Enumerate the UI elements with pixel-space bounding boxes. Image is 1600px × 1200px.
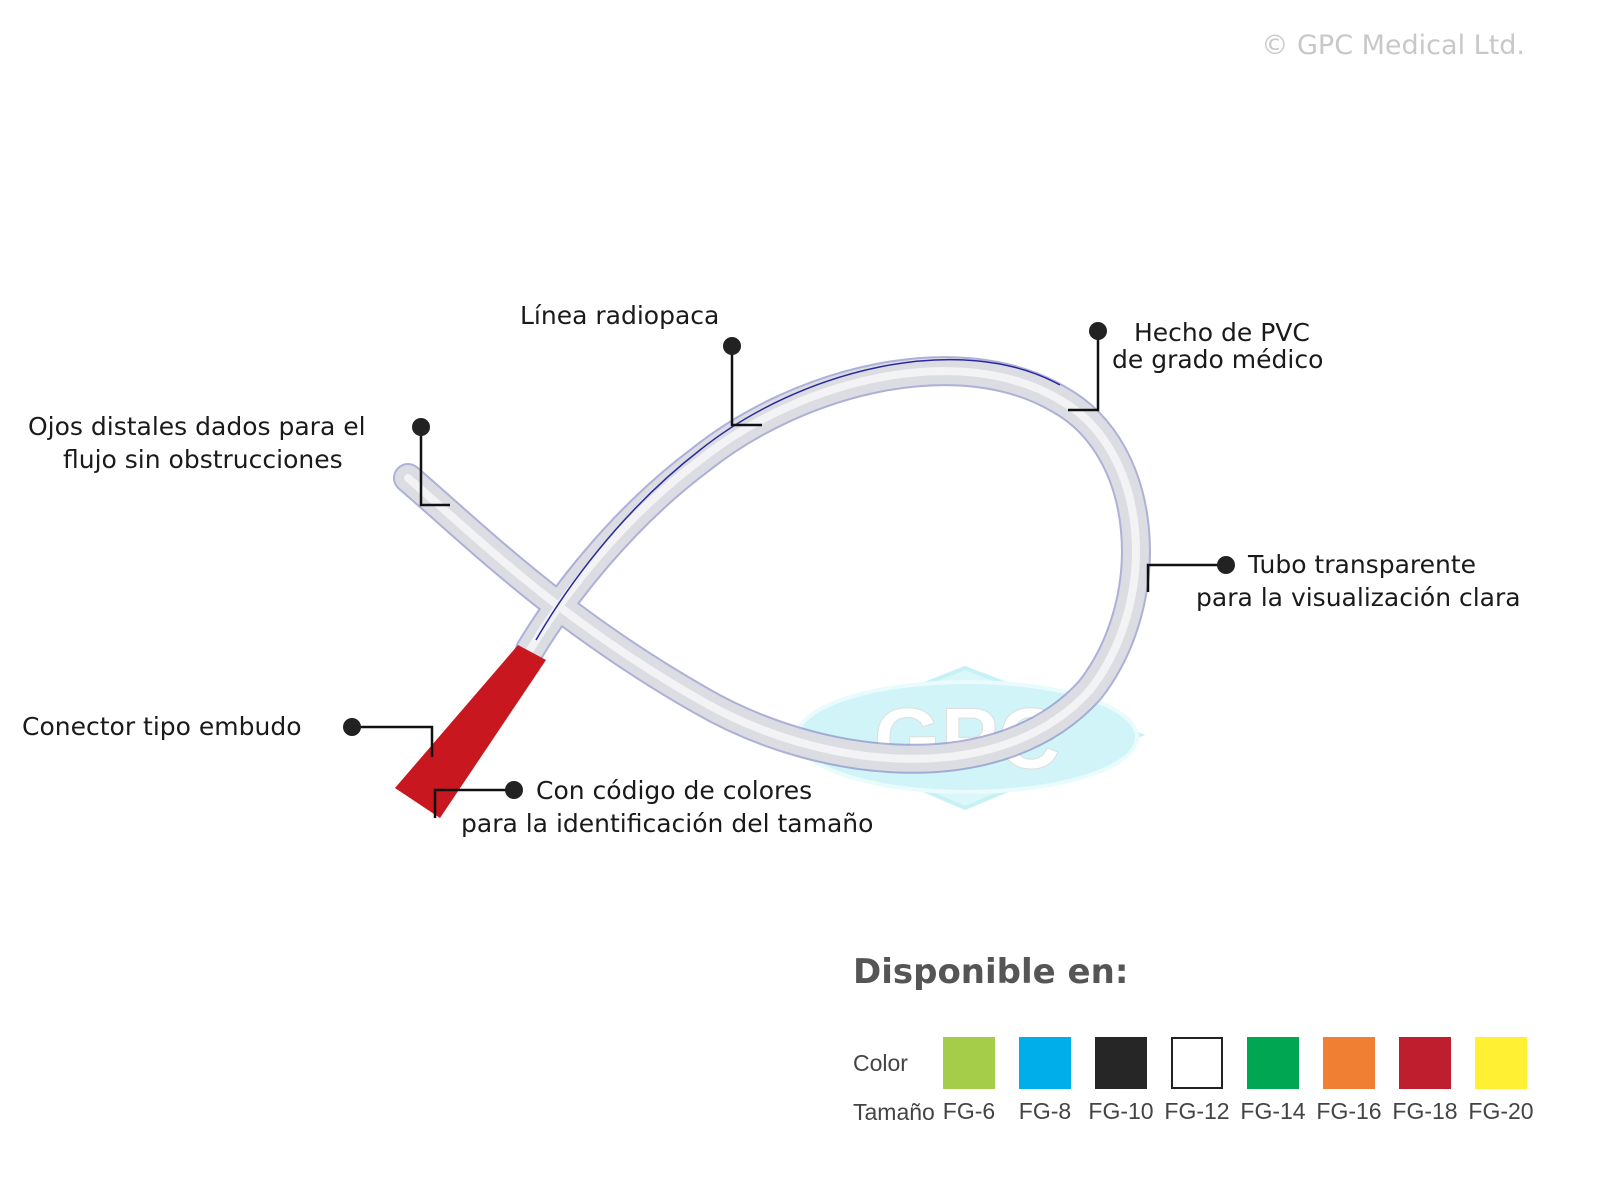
color-swatch [1171, 1037, 1223, 1089]
color-swatch [1323, 1037, 1375, 1089]
color-swatch [943, 1037, 995, 1089]
color-swatch [1247, 1037, 1299, 1089]
color-row-label: Color [853, 1050, 908, 1076]
size-label: FG-14 [1240, 1098, 1306, 1124]
color-swatch [1019, 1037, 1071, 1089]
size-label: FG-6 [942, 1098, 996, 1124]
catheter-tube [393, 356, 1151, 774]
label-radiopaque-line: Línea radiopaca [520, 301, 720, 330]
color-swatch [1095, 1037, 1147, 1089]
size-label: FG-12 [1164, 1098, 1230, 1124]
funnel-connector [395, 645, 546, 818]
size-label: FG-8 [1018, 1098, 1072, 1124]
callout-lines [352, 331, 1226, 818]
label-pvc-1: Hecho de PVC [1134, 318, 1310, 347]
color-swatch [1475, 1037, 1527, 1089]
availability-title: Disponible en: [853, 952, 1129, 992]
label-eyes-1: Ojos distales dados para el [28, 412, 366, 441]
label-funnel: Conector tipo embudo [22, 712, 302, 741]
size-label: FG-16 [1316, 1098, 1382, 1124]
copyright: © GPC Medical Ltd. [1261, 30, 1525, 61]
label-tube-1: Tubo transparente [1248, 550, 1477, 579]
label-tube-2: para la visualización clara [1196, 583, 1521, 612]
size-row-label: Tamaño [853, 1099, 935, 1125]
size-label: FG-18 [1392, 1098, 1458, 1124]
label-coded-1: Con código de colores [536, 776, 813, 805]
label-eyes-2: flujo sin obstrucciones [63, 445, 343, 474]
label-coded-2: para la identificación del tamaño [461, 809, 874, 838]
size-label: FG-20 [1468, 1098, 1534, 1124]
size-label: FG-10 [1088, 1098, 1154, 1124]
color-swatch [1399, 1037, 1451, 1089]
label-pvc-2: de grado médico [1112, 345, 1324, 374]
callout-dots [343, 322, 1235, 799]
